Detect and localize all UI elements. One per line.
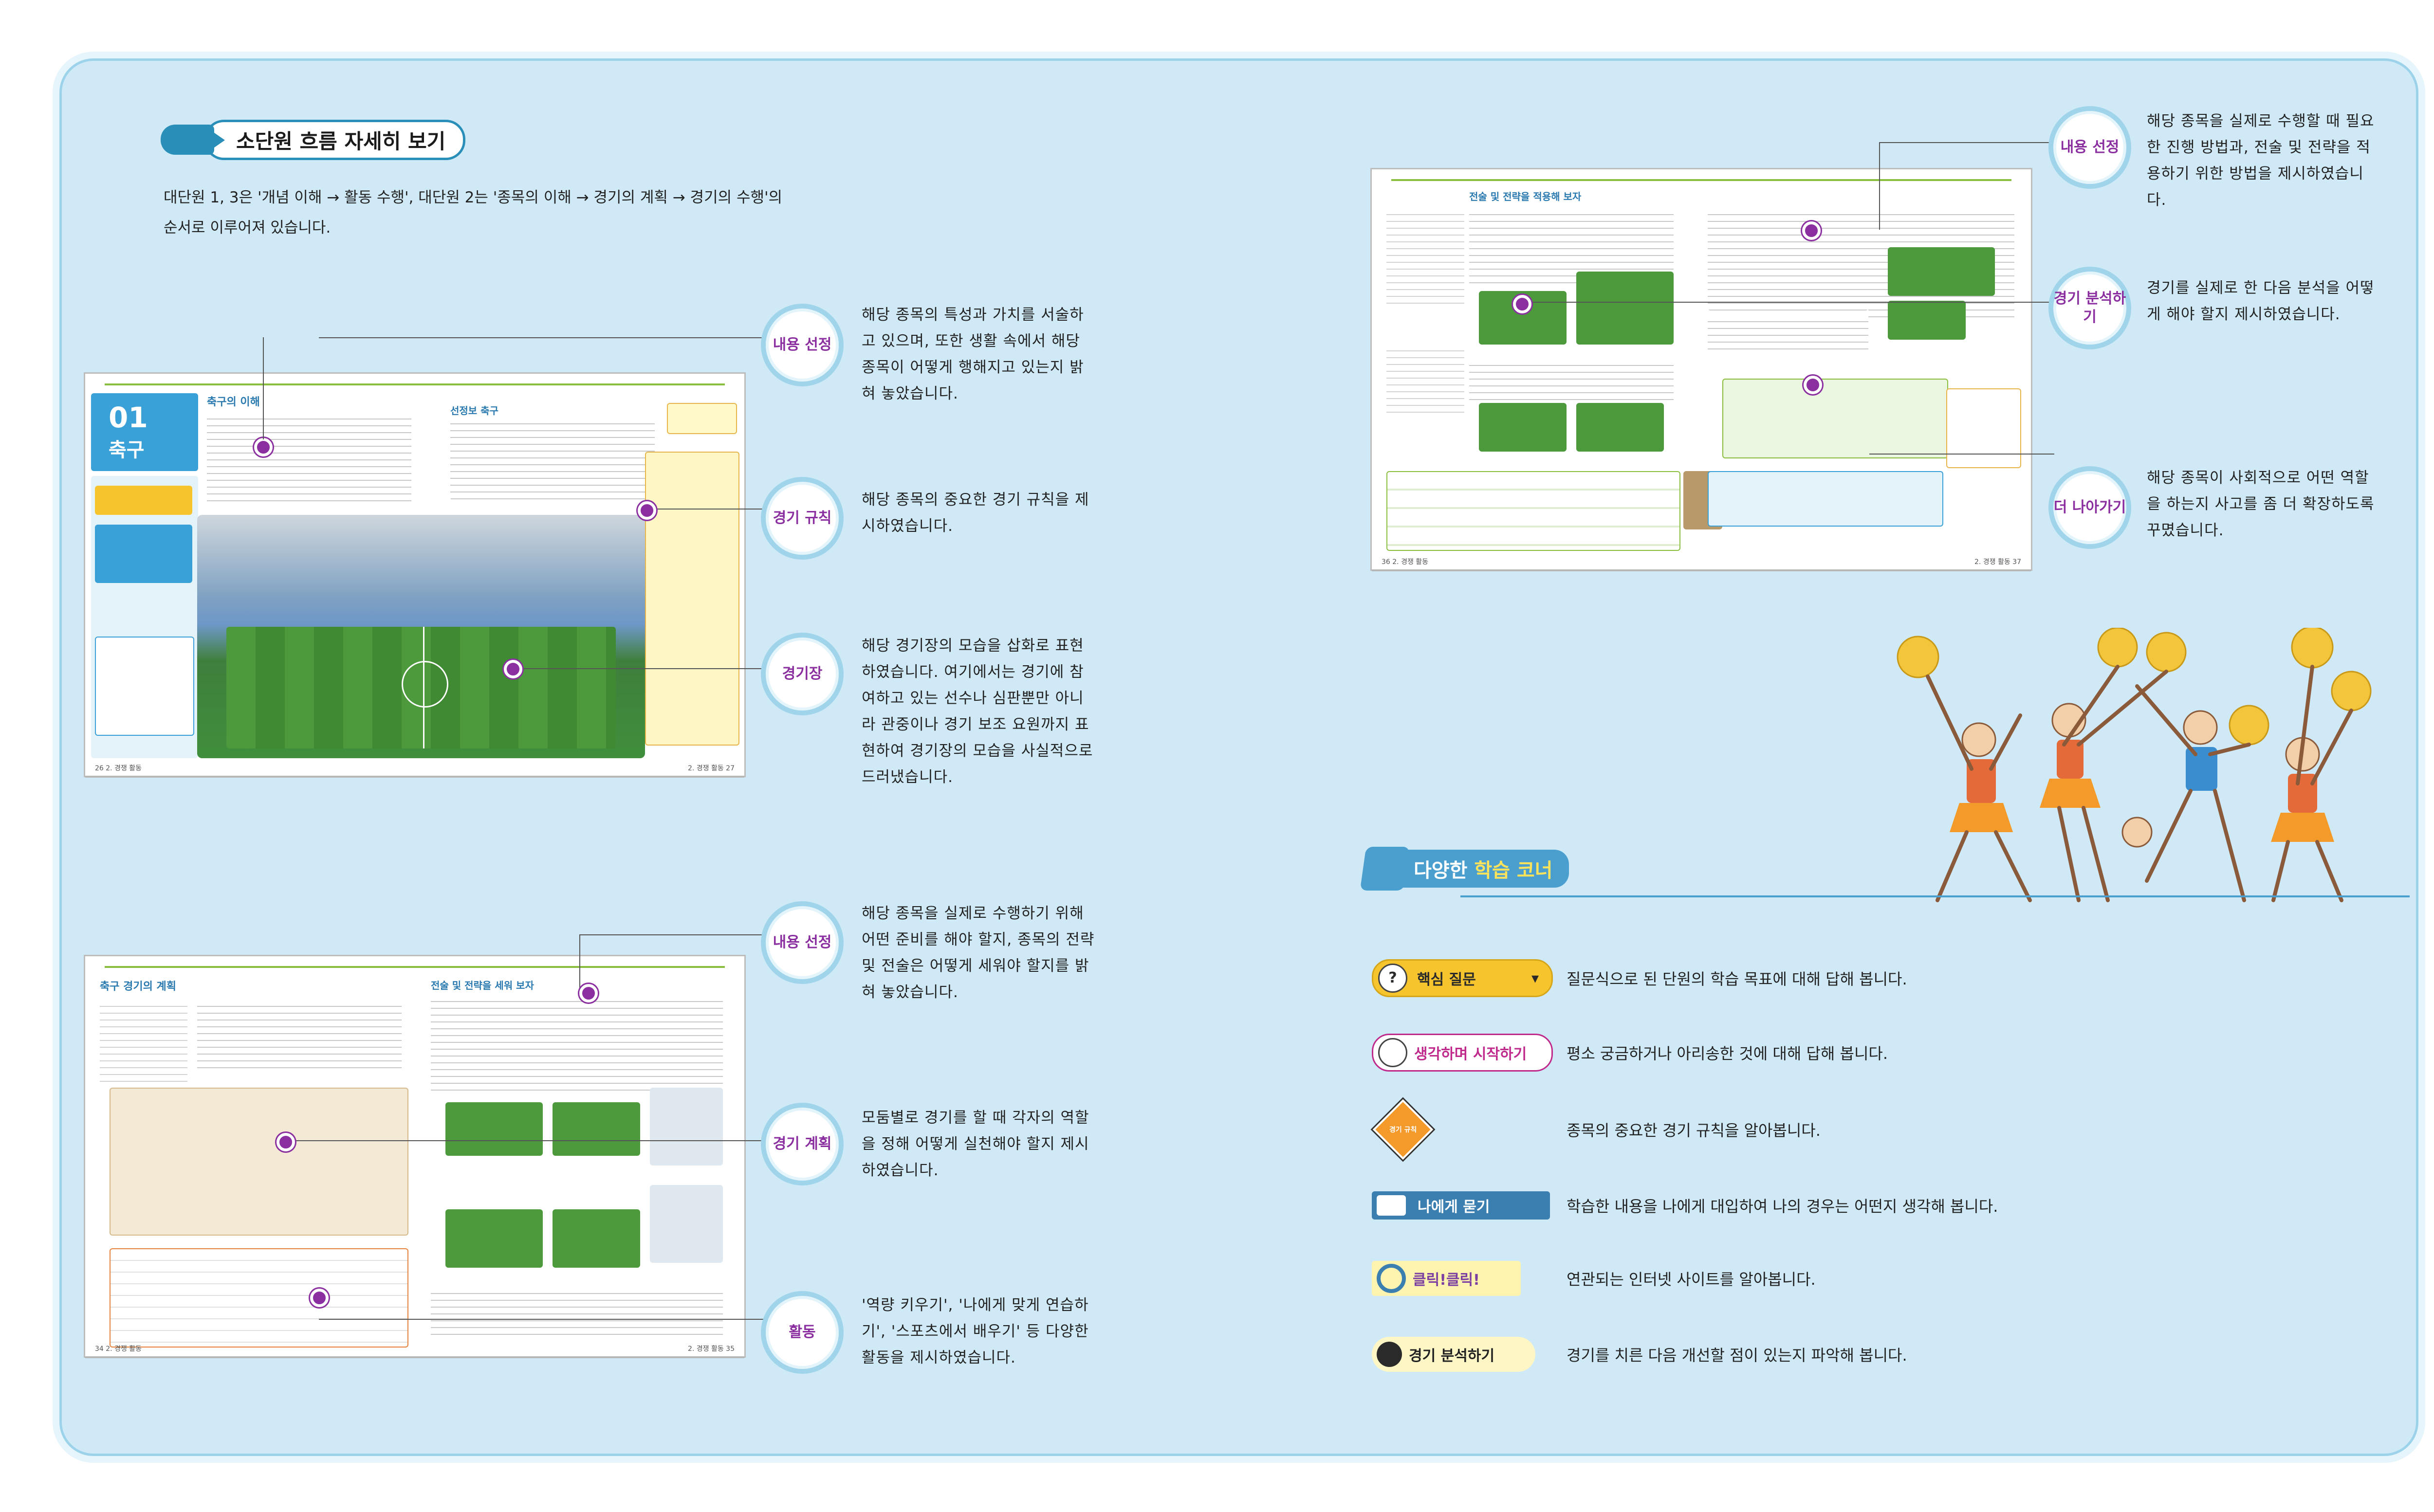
magnifier-icon xyxy=(1377,1264,1406,1293)
learning-corner-title: 다양한 학습 코너 xyxy=(1360,847,1569,891)
page2-footer-right: 2. 경쟁 활동 35 xyxy=(687,1345,735,1353)
corner-item-label: 나에게 묻기 xyxy=(1418,1199,1490,1216)
drill-diagram-6 xyxy=(1888,301,1966,340)
page1-title: 축구의 이해 xyxy=(207,396,260,408)
drill-diagram-2 xyxy=(1576,272,1674,345)
textbook-spread-3: 전술 및 전략을 적용해 보자 36 2. 경쟁 활동 2. 경쟁 활동 37 xyxy=(1372,169,2031,569)
drill-diagram-4 xyxy=(1576,403,1664,452)
field-diagram-3 xyxy=(445,1209,543,1268)
page3-title: 전술 및 전략을 적용해 보자 xyxy=(1469,191,1582,202)
page3-footer-right: 2. 경쟁 활동 37 xyxy=(1974,558,2021,566)
corner-item: 나에게 묻기 학습한 내용을 나에게 대입하여 나의 경우는 어떤지 생각해 봅… xyxy=(1372,1184,1998,1227)
plan-sheet xyxy=(110,1088,408,1236)
textbook-spread-2: 축구 경기의 계획 전술 및 전략을 세워 보자 34 2. 경쟁 활동 2. … xyxy=(85,956,744,1356)
spark-icon xyxy=(1360,847,1410,891)
corner-item-text: 평소 궁금하거나 아리송한 것에 대해 답해 봅니다. xyxy=(1567,1044,1888,1063)
corner-item-label: 생각하며 시작하기 xyxy=(1414,1046,1527,1063)
section-heading: 소단원 흐름 자세히 보기 xyxy=(161,119,466,160)
field-diagram-2 xyxy=(553,1102,640,1156)
rule-panel xyxy=(645,452,739,746)
question-icon: ? xyxy=(1378,964,1407,993)
callout-desc: 해당 종목을 실제로 수행할 때 필요한 진행 방법과, 전술 및 전략을 적용… xyxy=(2147,112,2375,209)
rule-sign-icon: 경기 규칙 xyxy=(1372,1099,1434,1160)
callout-desc: 해당 종목의 중요한 경기 규칙을 제시하였습니다. xyxy=(862,491,1089,535)
callout-content-selection: 내용 선정 xyxy=(761,304,844,386)
callout-stadium: 경기장 xyxy=(761,633,844,715)
callout-desc: 해당 종목이 사회적으로 어떤 역할을 하는지 사고를 좀 더 확장하도록 꾸몄… xyxy=(2147,469,2375,539)
pointing-hand-icon xyxy=(161,125,225,155)
marker-pin xyxy=(310,1289,329,1307)
marker-pin xyxy=(1802,221,1821,240)
unit-badge: 01 축구 xyxy=(91,393,198,471)
callout-game-plan: 경기 계획 xyxy=(761,1103,844,1185)
corner-item-text: 질문식으로 된 단원의 학습 목표에 대해 답해 봅니다. xyxy=(1567,970,1907,988)
marker-pin xyxy=(638,501,656,520)
callout-desc: 해당 종목의 특성과 가치를 서술하고 있으며, 또한 생활 속에서 해당 종목… xyxy=(862,306,1084,402)
cheerleaders-illustration xyxy=(1897,628,2372,902)
corner-item-text: 학습한 내용을 나에게 대입하여 나의 경우는 어떤지 생각해 봅니다. xyxy=(1567,1197,1998,1216)
page2-footer-left: 34 2. 경쟁 활동 xyxy=(95,1345,142,1353)
page1-footer-left: 26 2. 경쟁 활동 xyxy=(95,765,142,772)
corner-item-label: 경기 규칙 xyxy=(1389,1126,1417,1134)
textbook-spread-1: 01 축구 축구의 이해 선정보 축구 26 2. 경쟁 활동 2. 경쟁 활동… xyxy=(85,374,744,776)
callout-content-selection: 내용 선정 xyxy=(761,901,844,984)
marker-pin xyxy=(1804,376,1822,394)
page2-col2-title: 전술 및 전략을 세워 보자 xyxy=(431,980,534,991)
plan-table xyxy=(110,1248,408,1348)
callout-game-rules: 경기 규칙 xyxy=(761,477,844,560)
corner-item-label: 경기 분석하기 xyxy=(1409,1348,1495,1365)
callout-desc: 해당 경기장의 모습을 삽화로 표현하였습니다. 여기에서는 경기에 참여하고 … xyxy=(862,637,1093,786)
marker-pin xyxy=(1513,295,1531,313)
corner-item: 경기 규칙 종목의 중요한 경기 규칙을 알아봅니다. xyxy=(1372,1099,1821,1160)
corner-underline xyxy=(1460,895,2410,897)
corner-title-a: 다양한 xyxy=(1414,859,1468,882)
drill-diagram-3 xyxy=(1479,403,1567,452)
callout-go-further: 더 나아가기 xyxy=(2048,466,2131,549)
unit-number: 01 xyxy=(109,401,148,434)
corner-item: 생각하며 시작하기 평소 궁금하거나 아리송한 것에 대해 답해 봅니다. xyxy=(1372,1031,1888,1075)
corner-item-text: 종목의 중요한 경기 규칙을 알아봅니다. xyxy=(1567,1121,1821,1140)
heading-label: 소단원 흐름 자세히 보기 xyxy=(204,119,466,160)
page3-footer-left: 36 2. 경쟁 활동 xyxy=(1382,558,1429,566)
sports-learning-box xyxy=(1708,471,1943,527)
stadium-illustration xyxy=(197,515,645,758)
corner-item-label: 핵심 질문 xyxy=(1417,971,1476,988)
corner-item-text: 연관되는 인터넷 사이트를 알아봅니다. xyxy=(1567,1270,1816,1289)
intro-text: 대단원 1, 3은 '개념 이해 → 활동 수행', 대단원 2는 '종목의 이… xyxy=(164,189,783,237)
corner-item-text: 경기를 치른 다음 개선할 점이 있는지 파악해 봅니다. xyxy=(1567,1346,1907,1365)
marker-pin xyxy=(254,438,273,456)
callout-activity: 활동 xyxy=(761,1291,844,1374)
brain-icon xyxy=(1378,1038,1407,1067)
corner-item: 클릭!클릭! 연관되는 인터넷 사이트를 알아봅니다. xyxy=(1372,1257,1816,1300)
expand-panel xyxy=(1722,379,1948,458)
callout-game-analysis: 경기 분석하기 xyxy=(2048,267,2131,349)
field-diagram-4 xyxy=(553,1209,640,1268)
page1-footer-right: 2. 경쟁 활동 27 xyxy=(687,765,735,772)
corner-item: ? 핵심 질문▾ 질문식으로 된 단원의 학습 목표에 대해 답해 봅니다. xyxy=(1372,956,1907,1000)
callout-desc: '역량 키우기', '나에게 맞게 연습하기', '스포츠에서 배우기' 등 다… xyxy=(862,1296,1089,1366)
callout-desc: 경기를 실제로 한 다음 분석을 어떻게 해야 할지 제시하였습니다. xyxy=(2147,279,2375,323)
callout-desc: 해당 종목을 실제로 수행하기 위해 어떤 준비를 해야 할지, 종목의 전략 … xyxy=(862,905,1095,1001)
field-diagram-1 xyxy=(445,1102,543,1156)
callout-desc: 모둠별로 경기를 할 때 각자의 역할을 정해 어떻게 실천해야 할지 제시하였… xyxy=(862,1109,1089,1179)
page2-title: 축구 경기의 계획 xyxy=(100,981,176,993)
corner-title-b: 학습 코너 xyxy=(1474,859,1553,882)
unit-word: 축구 xyxy=(109,439,145,461)
chart-icon xyxy=(1377,1342,1402,1367)
marker-pin xyxy=(277,1133,295,1151)
corner-item: 경기 분석하기 경기를 치른 다음 개선할 점이 있는지 파악해 봅니다. xyxy=(1372,1332,1907,1376)
drill-diagram-5 xyxy=(1888,247,1995,296)
marker-pin xyxy=(579,984,598,1002)
corner-item-label: 클릭!클릭! xyxy=(1413,1272,1480,1289)
analysis-table xyxy=(1386,471,1680,551)
marker-pin xyxy=(504,660,522,678)
speech-icon xyxy=(1377,1195,1406,1216)
page1-col2-title: 선정보 축구 xyxy=(450,405,498,417)
callout-content-selection: 내용 선정 xyxy=(2048,106,2131,189)
